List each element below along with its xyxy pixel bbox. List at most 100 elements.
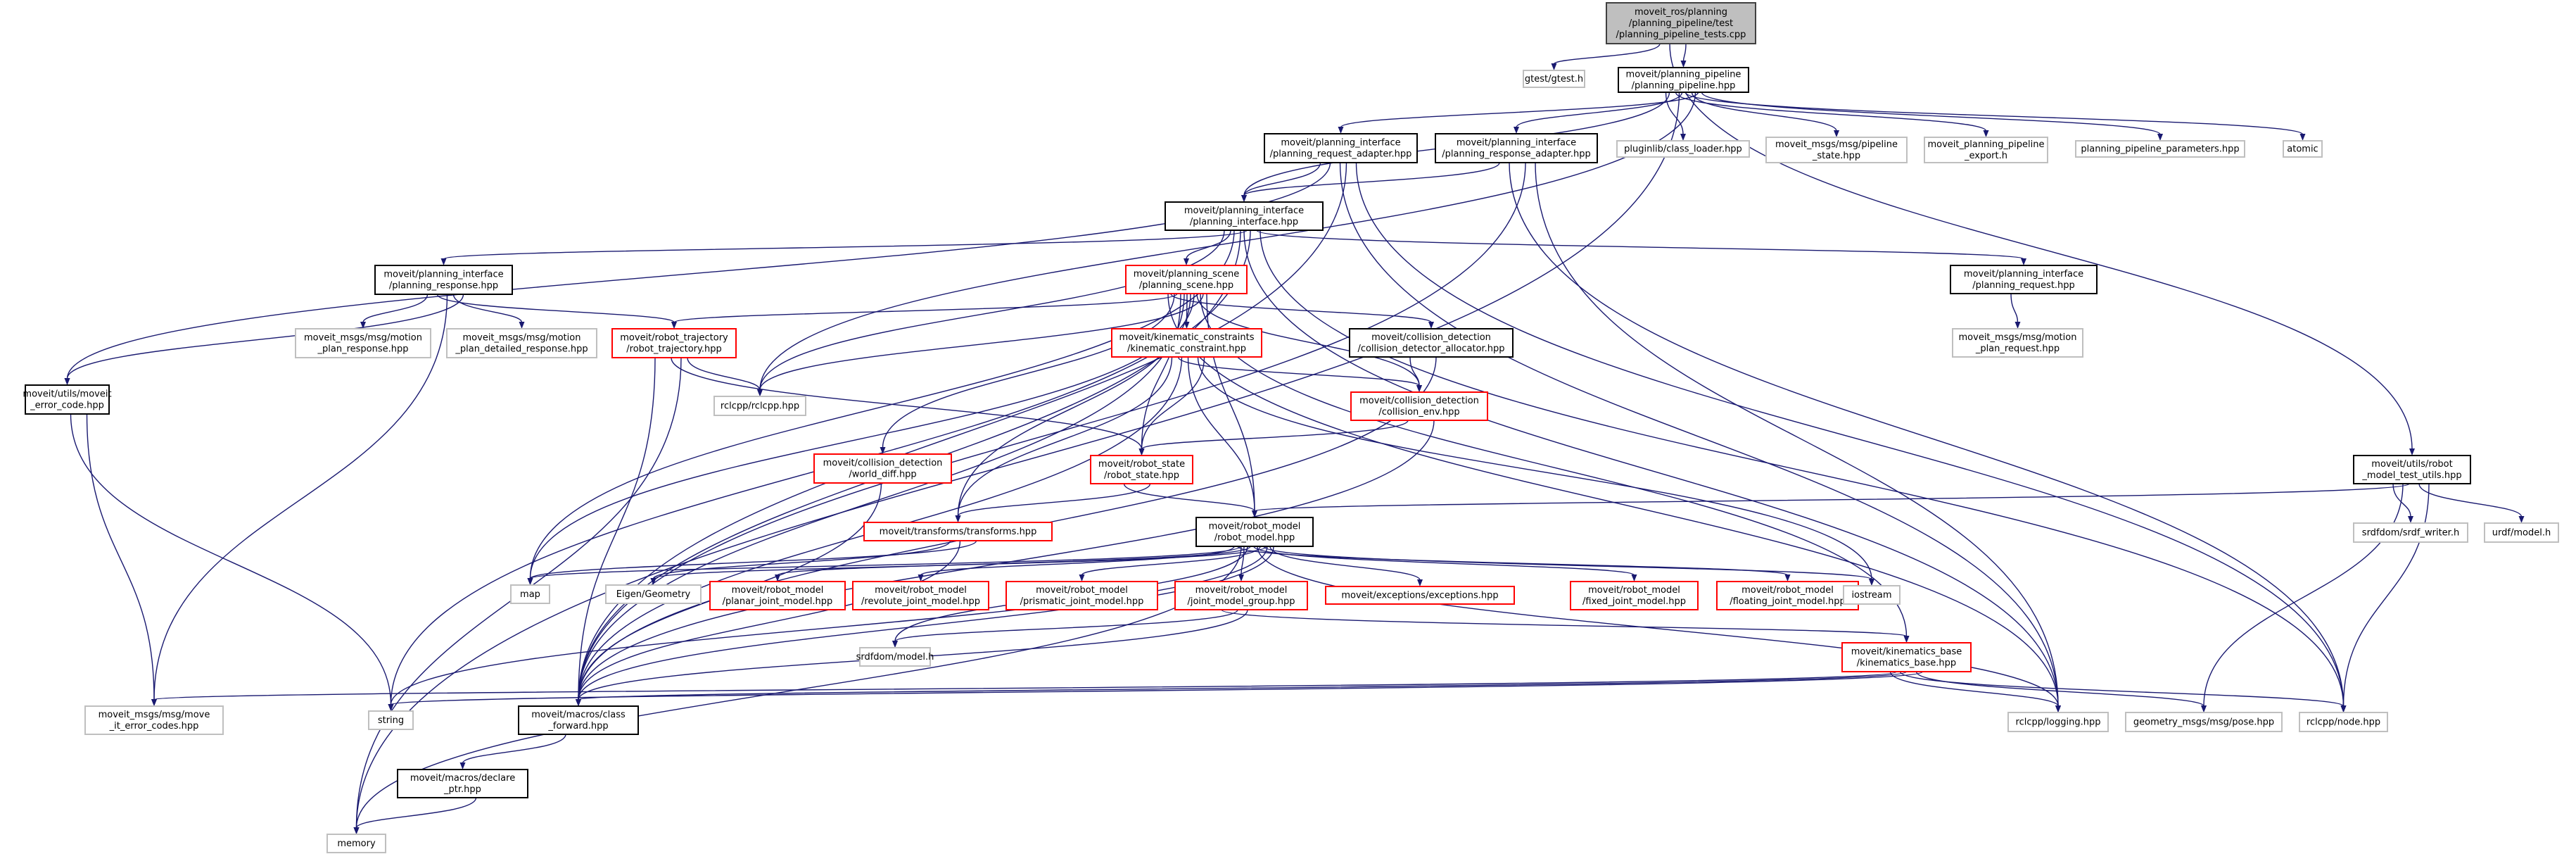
arrowhead-icon (1241, 195, 1247, 202)
edge-test_utils-to-pose (2203, 483, 2404, 707)
node-pipeline[interactable]: moveit/planning_pipeline/planning_pipeli… (1618, 67, 1749, 93)
node-resp-adapter[interactable]: moveit/planning_interface/planning_respo… (1435, 133, 1598, 163)
edge-transforms-to-class_forward (578, 540, 961, 701)
node-box (1843, 585, 1901, 605)
node-transforms[interactable]: moveit/transforms/transforms.hpp (863, 522, 1053, 541)
node-map[interactable]: map (510, 584, 550, 604)
node-box (1952, 328, 2083, 358)
arrowhead-icon (2157, 134, 2163, 141)
node-root[interactable]: moveit_ros/planning/planning_pipeline/te… (1606, 2, 1756, 44)
node-rclcpp[interactable]: rclcpp/rclcpp.hpp (713, 396, 806, 416)
node-atomic[interactable]: atomic (2283, 140, 2323, 158)
node-world-diff[interactable]: moveit/collision_detection/world_diff.hp… (813, 453, 952, 484)
arrowhead-icon (1079, 574, 1085, 582)
node-mp-response[interactable]: moveit_msgs/msg/motion_plan_response.hpp (295, 328, 431, 358)
node-box (2125, 712, 2283, 732)
node-label: moveit/robot_trajectory (620, 333, 728, 344)
node-robot-model[interactable]: moveit/robot_model/robot_model.hpp (1195, 517, 1314, 547)
node-parameters[interactable]: planning_pipeline_parameters.hpp (2075, 140, 2245, 158)
node-label: moveit/robot_model (1588, 585, 1680, 596)
edge-root-to-test_utils (1669, 43, 2413, 450)
node-box (1523, 70, 1585, 88)
arrowhead-icon (1631, 574, 1637, 582)
node-memory[interactable]: memory (326, 834, 386, 853)
node-iostream[interactable]: iostream (1843, 585, 1901, 605)
node-response[interactable]: moveit/planning_interface/planning_respo… (374, 265, 513, 295)
node-label: /robot_trajectory.hpp (626, 344, 721, 355)
node-kin-base[interactable]: moveit/kinematics_base/kinematics_base.h… (1841, 642, 1972, 672)
node-fixed[interactable]: moveit/robot_model/fixed_joint_model.hpp (1570, 581, 1699, 610)
edge-kin_base-to-class_forward (578, 671, 1908, 701)
node-label: _state.hpp (1812, 151, 1860, 161)
node-floating[interactable]: moveit/robot_model/floating_joint_model.… (1716, 581, 1859, 610)
node-allocator[interactable]: moveit/collision_detection/collision_det… (1349, 328, 1514, 358)
node-eigen[interactable]: Eigen/Geometry (605, 584, 702, 604)
node-box (326, 834, 386, 853)
node-srdf-writer[interactable]: srdfdom/srdf_writer.h (2353, 522, 2468, 543)
node-planar[interactable]: moveit/robot_model/planar_joint_model.hp… (709, 581, 846, 610)
node-label: urdf/model.h (2492, 528, 2551, 539)
node-export[interactable]: moveit_planning_pipeline_export.h (1924, 137, 2048, 163)
node-trajectory[interactable]: moveit/robot_trajectory/robot_trajectory… (611, 328, 737, 358)
node-request[interactable]: moveit/planning_interface/planning_reque… (1950, 265, 2098, 294)
node-label: moveit/macros/class (531, 710, 626, 720)
node-logging[interactable]: rclcpp/logging.hpp (2007, 712, 2109, 732)
node-box (611, 328, 737, 358)
node-gtest[interactable]: gtest/gtest.h (1523, 70, 1585, 88)
node-scene[interactable]: moveit/planning_scene/planning_scene.hpp (1125, 265, 1248, 294)
node-label: moveit/robot_model (1741, 585, 1834, 596)
arrowhead-icon (2408, 516, 2413, 523)
node-label: moveit/planning_interface (1281, 138, 1400, 149)
node-label: moveit/utils/robot (2371, 459, 2452, 470)
node-exceptions[interactable]: moveit/exceptions/exceptions.hpp (1325, 586, 1515, 605)
edge-robot_model-to-planar (777, 546, 1251, 576)
arrowhead-icon (1983, 130, 1989, 137)
node-label: rclcpp/rclcpp.hpp (721, 401, 799, 412)
node-label: /floating_joint_model.hpp (1730, 596, 1846, 607)
node-box (368, 710, 414, 730)
node-box (605, 584, 702, 604)
node-srdf-model[interactable]: srdfdom/model.h (856, 647, 934, 667)
node-mp-request[interactable]: moveit_msgs/msg/motion_plan_request.hpp (1952, 328, 2083, 358)
node-box (1765, 137, 1908, 163)
node-label: /revolute_joint_model.hpp (861, 596, 980, 607)
arrowhead-icon (2015, 322, 2021, 329)
node-mp-detailed[interactable]: moveit_msgs/msg/motion_plan_detailed_res… (446, 328, 597, 358)
node-box (1950, 265, 2098, 294)
node-collision-env[interactable]: moveit/collision_detection/collision_env… (1350, 391, 1488, 421)
node-revolute[interactable]: moveit/robot_model/revolute_joint_model.… (852, 581, 989, 610)
node-prismatic[interactable]: moveit/robot_model/prismatic_joint_model… (1005, 581, 1158, 610)
arrowhead-icon (519, 322, 525, 329)
node-string[interactable]: string (368, 710, 414, 730)
node-pose[interactable]: geometry_msgs/msg/pose.hpp (2125, 712, 2283, 732)
node-label: _export.h (1964, 151, 2007, 161)
node-box (852, 581, 989, 610)
arrowhead-icon (1428, 322, 1434, 329)
node-req-adapter[interactable]: moveit/planning_interface/planning_reque… (1264, 133, 1418, 163)
node-label: moveit/utils/moveit (23, 389, 111, 400)
arrowhead-icon (1680, 134, 1686, 141)
node-label: moveit/robot_model (1195, 585, 1288, 596)
node-label: atomic (2287, 144, 2318, 155)
node-declare-ptr[interactable]: moveit/macros/declare_ptr.hpp (397, 769, 528, 798)
node-urdf[interactable]: urdf/model.h (2484, 522, 2559, 543)
node-class-forward[interactable]: moveit/macros/class_forward.hpp (518, 705, 639, 735)
arrowhead-icon (650, 578, 656, 585)
node-class-loader[interactable]: pluginlib/class_loader.hpp (1616, 140, 1750, 158)
edge-test_utils-to-urdf (2418, 483, 2523, 517)
node-test-utils[interactable]: moveit/utils/robot_model_test_utils.hpp (2353, 455, 2471, 484)
node-robot-state[interactable]: moveit/robot_state/robot_state.hpp (1090, 455, 1193, 484)
node-kinematic[interactable]: moveit/kinematic_constraints/kinematic_c… (1111, 328, 1262, 358)
arrowhead-icon (892, 641, 898, 648)
node-pi[interactable]: moveit/planning_interface/planning_inter… (1165, 201, 1324, 231)
node-box (1005, 581, 1158, 610)
node-error-codes[interactable]: moveit_msgs/msg/move_it_error_codes.hpp (84, 705, 224, 735)
node-node[interactable]: rclcpp/node.hpp (2299, 712, 2388, 732)
node-label: moveit/robot_state (1098, 459, 1185, 470)
edge-pi-to-response (443, 230, 1248, 260)
node-err-code[interactable]: moveit/utils/moveit_error_code.hpp (23, 384, 112, 415)
node-label: /planning_pipeline.hpp (1632, 81, 1736, 92)
node-box (2484, 522, 2559, 543)
node-pipeline-state[interactable]: moveit_msgs/msg/pipeline_state.hpp (1765, 137, 1908, 163)
node-jmg[interactable]: moveit/robot_model/joint_model_group.hpp (1174, 581, 1308, 610)
